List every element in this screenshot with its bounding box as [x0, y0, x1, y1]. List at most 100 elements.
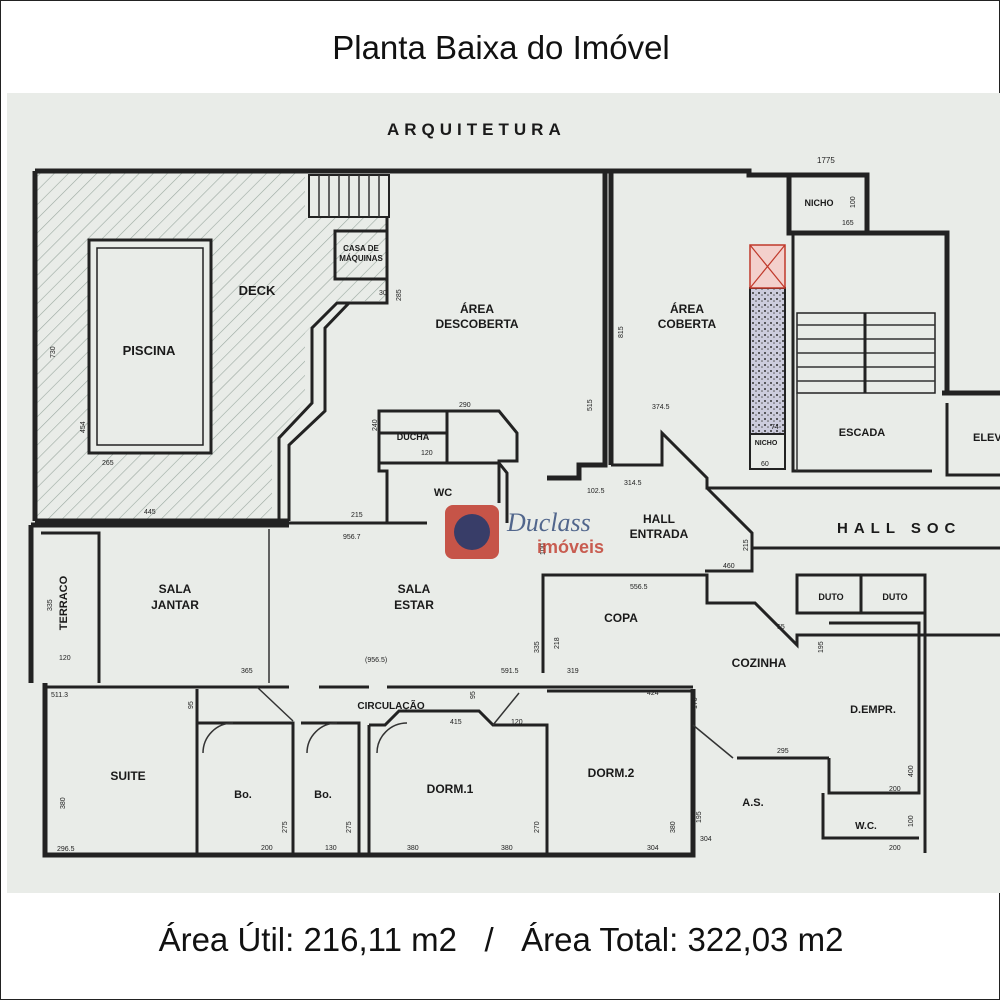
section-title: ARQUITETURA: [387, 120, 566, 139]
dim-380b: 380: [407, 845, 419, 852]
dim-170: 170: [692, 697, 699, 709]
dim-200c: 200: [889, 845, 901, 852]
dim-304b: 304: [700, 836, 712, 843]
label-area-coberta-1: ÁREA: [670, 301, 704, 316]
pool: [87, 238, 213, 455]
wall-escada-top: [786, 175, 950, 393]
wall-copa-top: [541, 573, 1000, 673]
dim-2965: 296.5: [57, 846, 75, 853]
dim-5113: 511.3: [51, 692, 68, 699]
dim-3145: 314.5: [624, 480, 642, 487]
label-wc-2: W.C.: [855, 821, 877, 832]
label-area-coberta-2: COBERTA: [658, 317, 717, 331]
label-ducha: DUCHA: [397, 432, 430, 442]
label-wc: WC: [434, 487, 452, 499]
watermark-sub: imóveis: [537, 537, 604, 557]
dim-275b: 275: [346, 821, 353, 833]
label-nicho-small: NICHO: [755, 440, 778, 447]
wall-terraco: [41, 531, 101, 683]
label-copa: COPA: [604, 611, 638, 625]
dim-30: 30: [379, 290, 387, 297]
dim-165: 165: [842, 220, 854, 227]
area-summary: Área Útil: 216,11 m2 / Área Total: 322,0…: [1, 921, 1000, 959]
label-escada: ESCADA: [839, 427, 886, 439]
watermark-name: Duclass: [506, 508, 591, 537]
wall-wc-service: [821, 793, 919, 840]
pool-inner: [96, 247, 204, 446]
label-nicho-top: NICHO: [805, 198, 834, 208]
dim-415: 415: [450, 719, 462, 726]
dim-275a: 275: [282, 821, 289, 833]
dim-95b: 95: [470, 691, 477, 699]
wall-area-descoberta: [547, 173, 608, 481]
label-as: A.S.: [742, 797, 763, 809]
dim-515: 515: [587, 399, 594, 411]
label-piscina: PISCINA: [123, 343, 176, 358]
dim-730: 730: [50, 346, 57, 358]
label-area-descoberta-2: DESCOBERTA: [435, 317, 518, 331]
dim-400: 400: [908, 765, 915, 777]
label-suite: SUITE: [110, 769, 145, 783]
wall-dempr: [827, 621, 921, 795]
dim-424: 424: [647, 690, 659, 697]
wall-escada: [791, 233, 932, 473]
dim-120b: 120: [59, 655, 71, 662]
wall-dorm1: [369, 709, 549, 853]
shower-block: [377, 409, 449, 435]
dim-3745: 374.5: [652, 404, 670, 411]
dim-445: 445: [144, 509, 156, 516]
wall-bedrooms-outer: [42, 683, 696, 858]
door-arc-bo2: [306, 722, 338, 754]
dim-100b: 100: [540, 543, 547, 555]
wall-bo1: [197, 721, 295, 853]
dim-100a: 100: [850, 196, 857, 208]
label-d-empr: D.EMPR.: [850, 704, 896, 716]
dim-215b: 215: [743, 539, 750, 551]
dim-120c: 120: [511, 719, 523, 726]
dim-1775: 1775: [817, 156, 835, 165]
dim-240: 240: [372, 419, 379, 431]
deck-stairs: [308, 174, 390, 218]
outer-wall-top: [35, 168, 870, 231]
dim-454: 454: [80, 421, 87, 433]
dim-815: 815: [618, 326, 625, 338]
deck-zigzag-wall-b: [287, 301, 379, 521]
dim-120a: 120: [421, 450, 433, 457]
dim-335a: 335: [47, 599, 54, 611]
label-deck: DECK: [239, 283, 276, 298]
dim-460: 460: [723, 563, 735, 570]
dim-55: 55: [777, 624, 785, 631]
dim-5915: 591.5: [501, 668, 519, 675]
area-util: Área Útil: 216,11 m2: [158, 921, 457, 958]
dim-1025: 102.5: [587, 488, 605, 495]
machine-room-label-2: MÁQUINAS: [339, 254, 383, 263]
label-dorm-1: DORM.1: [427, 782, 474, 796]
dim-100c: 100: [908, 815, 915, 827]
label-duto-1: DUTO: [818, 592, 843, 602]
label-area-descoberta-1: ÁREA: [460, 301, 494, 316]
label-cozinha: COZINHA: [732, 656, 787, 670]
dim-195b: 195: [696, 811, 703, 823]
wc-right-wall: [497, 462, 509, 523]
dim-9567: 956.7: [343, 534, 361, 541]
door-leaf-dorm2: [492, 692, 520, 726]
wall-hall-top: [611, 429, 1000, 490]
floor-plan: ARQUITETURA: [7, 93, 1000, 893]
dim-200b: 200: [889, 786, 901, 793]
dim-60: 60: [761, 461, 769, 468]
area-separator: /: [484, 921, 494, 958]
watermark-logo: Duclass imóveis: [445, 505, 604, 559]
label-sala-jantar-1: SALA: [159, 582, 192, 596]
wc-corridor-wall: [447, 409, 519, 503]
label-terraco: TERRACO: [58, 575, 70, 630]
door-leaf-suite: [256, 686, 294, 722]
dim-9565: (956.5): [365, 657, 387, 664]
label-dorm-2: DORM.2: [588, 766, 635, 780]
label-sala-jantar-2: JANTAR: [151, 598, 199, 612]
label-sala-estar-1: SALA: [398, 582, 431, 596]
wall-bo2: [301, 721, 361, 853]
dim-95a: 95: [188, 701, 195, 709]
label-bo-1: Bo.: [234, 789, 252, 801]
dim-335b: 335: [534, 641, 541, 653]
